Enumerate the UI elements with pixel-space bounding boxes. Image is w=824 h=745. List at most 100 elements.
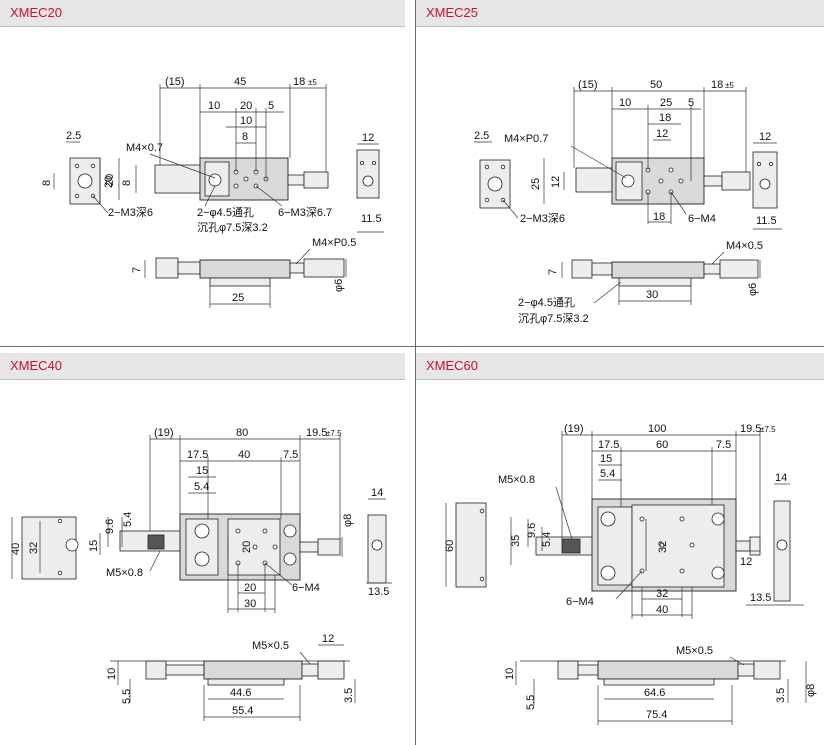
dim-label: 2.5 (66, 130, 81, 142)
thru-hole (621, 174, 635, 188)
dim-label: 17.5 (187, 449, 208, 461)
panel-xmec20: XMEC20 (15) 45 18 ±5 (0, 0, 415, 346)
tap-hole (479, 508, 485, 514)
dim-label: φ8 (342, 514, 354, 527)
note-label: 2−φ4.5通孔 (518, 296, 575, 309)
panel-title: XMEC25 (426, 5, 479, 20)
dim-label: 12 (740, 556, 752, 568)
panel-xmec60: XMEC60 (19) 100 1 (416, 347, 824, 745)
drawing-xmec40: (19) 80 19.5 ±7.5 17.5 40 7.5 15 5.4 9.6… (10, 427, 392, 721)
drawing-xmec20: (15) 45 18 ±5 10 20 5 10 8 M4×0.7 8 20 (41, 76, 384, 308)
dim-label: 30 (646, 289, 658, 301)
top-view: (15) 50 18 ±5 10 25 5 18 12 M4×P0.7 12 2… (504, 79, 751, 225)
adjuster-knob (145, 660, 167, 680)
note-label: 2−M3深6 (108, 206, 153, 219)
note-label: 6−M4 (292, 582, 320, 594)
micrometer (303, 258, 345, 278)
dim-label: ±7.5 (326, 429, 342, 438)
stage-body (203, 660, 303, 680)
right-end-view: 14 13.5 (746, 472, 804, 606)
dim-label: 10 (504, 668, 516, 680)
left-end-view: 40 32 (10, 516, 79, 580)
tap-hole (679, 516, 685, 522)
top-view: (15) 45 18 ±5 10 20 5 10 8 M4×0.7 8 20 (104, 76, 329, 201)
collar (591, 262, 613, 276)
tap-hole (235, 528, 241, 534)
end-plate (356, 149, 380, 199)
tap-hole (57, 570, 63, 576)
dim-label: 20 (104, 174, 116, 186)
stage-base (209, 277, 271, 287)
thru-hole (194, 551, 210, 567)
thru-hole (283, 524, 297, 538)
panel-xmec40: XMEC40 (19) 80 19 (0, 347, 415, 745)
end-hole (362, 175, 374, 187)
dim-label: 55.4 (232, 705, 253, 717)
dim-label: 5.5 (121, 689, 133, 704)
thread-label: M5×0.8 (106, 567, 143, 579)
tap-hole (272, 544, 278, 550)
dim-label: 25 (660, 97, 672, 109)
side-view: 7 30 2−φ4.5通孔 沉孔φ7.5深3.2 M4×0.5 φ6 (518, 240, 763, 325)
dim-label: 32 (28, 542, 40, 554)
dim-label: 13.5 (750, 592, 771, 604)
dim-label: 7 (547, 269, 559, 275)
tap-hole (479, 576, 485, 582)
tap-hole (756, 161, 761, 166)
dim-label: 20 (241, 541, 253, 553)
dim-label: 11.5 (756, 215, 777, 227)
dim-label: 5 (688, 97, 694, 109)
thread-label: M5×0.5 (252, 640, 289, 652)
dim-label: 80 (236, 427, 248, 439)
thread-label: M4×P0.7 (504, 133, 548, 145)
dim-label: 40 (656, 604, 668, 616)
dim-label: 7 (131, 267, 143, 273)
dim-label: 13.5 (368, 586, 389, 598)
adjuster-knob (575, 167, 613, 193)
dim-label: 44.6 (230, 687, 251, 699)
thread-label: M4×P0.5 (312, 237, 356, 249)
dim-label: 5.5 (525, 695, 537, 710)
side-view: 10 5.5 64.6 75.4 M5×0.5 3.5 φ8 (504, 645, 817, 725)
right-end-view: 12 11.5 (752, 131, 782, 230)
stage-base (618, 277, 692, 287)
thread-label: M4×0.7 (126, 142, 163, 154)
dim-label: 32 (657, 541, 669, 553)
dim-label: 15 (196, 465, 208, 477)
vertical-divider (415, 0, 416, 745)
note-label: 6−M4 (566, 596, 594, 608)
dim-label: 100 (648, 423, 666, 435)
dim-label: (15) (578, 79, 598, 91)
panel-header: XMEC40 (0, 353, 405, 380)
dim-label: 64.6 (644, 687, 665, 699)
dim-label: 8 (242, 131, 248, 143)
adjuster-knob (154, 164, 201, 194)
note-label: 2−M3深6 (520, 212, 565, 225)
dim-label: 3.5 (775, 688, 787, 703)
tap-hole (262, 528, 268, 534)
dim-label: 12 (759, 131, 771, 143)
note-label: 沉孔φ7.5深3.2 (197, 221, 268, 234)
dim-label: 10 (619, 97, 631, 109)
panel-header: XMEC60 (416, 353, 824, 380)
thread-label: M5×0.5 (676, 645, 713, 657)
dim-label: 20 (103, 176, 115, 188)
thru-hole (711, 512, 725, 526)
tap-hole (659, 542, 665, 548)
dim-label: 18 (659, 112, 671, 124)
dim-label: 60 (444, 540, 456, 552)
dim-label: 40 (10, 543, 22, 555)
dim-label: 50 (650, 79, 662, 91)
dim-label: 60 (656, 439, 668, 451)
spindle (289, 262, 305, 274)
collar (177, 261, 201, 275)
end-hole (371, 539, 383, 551)
clamp-screw (561, 538, 581, 554)
dim-label: 11.5 (361, 213, 382, 225)
dim-label: 5.4 (600, 468, 615, 480)
dim-label: 9.6 (104, 519, 116, 534)
collar (165, 664, 205, 676)
dim-label: 17.5 (598, 439, 619, 451)
dim-label: 14 (371, 487, 383, 499)
tap-hole (371, 160, 376, 165)
